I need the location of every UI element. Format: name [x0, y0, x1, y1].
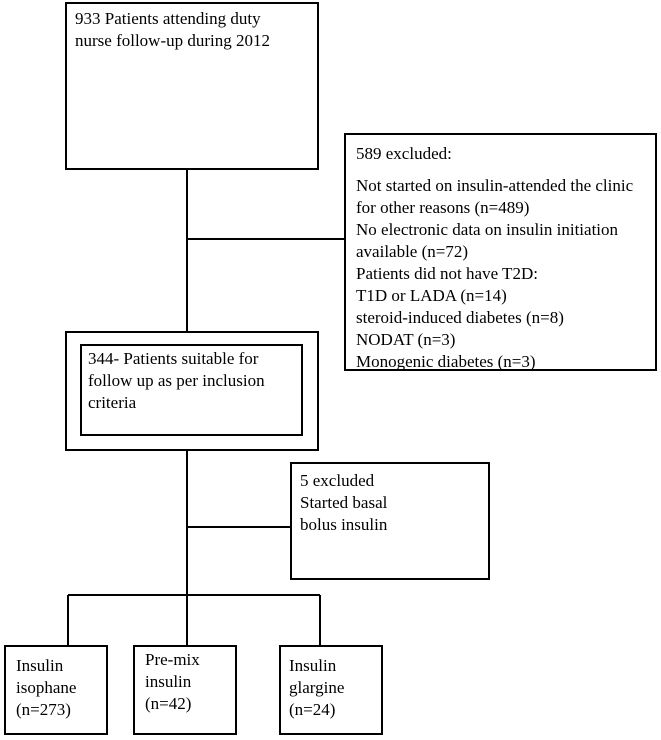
isophane-box: Insulin isophane (n=273) — [4, 645, 108, 735]
exclusion2-line-3: bolus insulin — [300, 515, 388, 534]
premix-line-1: Pre-mix — [145, 650, 200, 669]
exclusion1-line-2: for other reasons (n=489) — [356, 198, 530, 217]
suitable-line-2: follow up as per inclusion — [88, 371, 265, 390]
exclusion1-box: 589 excluded: Not started on insulin-att… — [344, 133, 657, 371]
exclusion1-title: 589 excluded: — [356, 144, 452, 163]
suitable-box: 344- Patients suitable for follow up as … — [80, 344, 303, 436]
exclusion1-line-8: NODAT (n=3) — [356, 330, 456, 349]
exclusion2-line-1: 5 excluded — [300, 471, 375, 490]
isophane-line-1: Insulin — [16, 656, 64, 675]
exclusion1-line-7: steroid-induced diabetes (n=8) — [356, 308, 564, 327]
start-box: 933 Patients attending duty nurse follow… — [65, 2, 319, 170]
premix-line-2: insulin — [145, 672, 192, 691]
glargine-line-2: glargine — [289, 678, 345, 697]
premix-box: Pre-mix insulin (n=42) — [133, 645, 237, 735]
start-text-line-1: 933 Patients attending duty — [75, 9, 261, 28]
glargine-box: Insulin glargine (n=24) — [279, 645, 383, 735]
glargine-line-1: Insulin — [289, 656, 337, 675]
suitable-line-1: 344- Patients suitable for — [88, 349, 259, 368]
isophane-line-3: (n=273) — [16, 700, 71, 719]
isophane-line-2: isophane — [16, 678, 77, 697]
exclusion1-line-6: T1D or LADA (n=14) — [356, 286, 507, 305]
exclusion1-line-1: Not started on insulin-attended the clin… — [356, 176, 634, 195]
exclusion1-line-4: available (n=72) — [356, 242, 469, 261]
start-text-line-2: nurse follow-up during 2012 — [75, 31, 271, 50]
exclusion1-line-5: Patients did not have T2D: — [356, 264, 538, 283]
premix-line-3: (n=42) — [145, 694, 192, 713]
exclusion1-line-9: Monogenic diabetes (n=3) — [356, 352, 536, 371]
exclusion2-line-2: Started basal — [300, 493, 388, 512]
exclusion1-line-3: No electronic data on insulin initiation — [356, 220, 619, 239]
suitable-line-3: criteria — [88, 393, 137, 412]
glargine-line-3: (n=24) — [289, 700, 336, 719]
exclusion2-box: 5 excluded Started basal bolus insulin — [290, 462, 490, 580]
